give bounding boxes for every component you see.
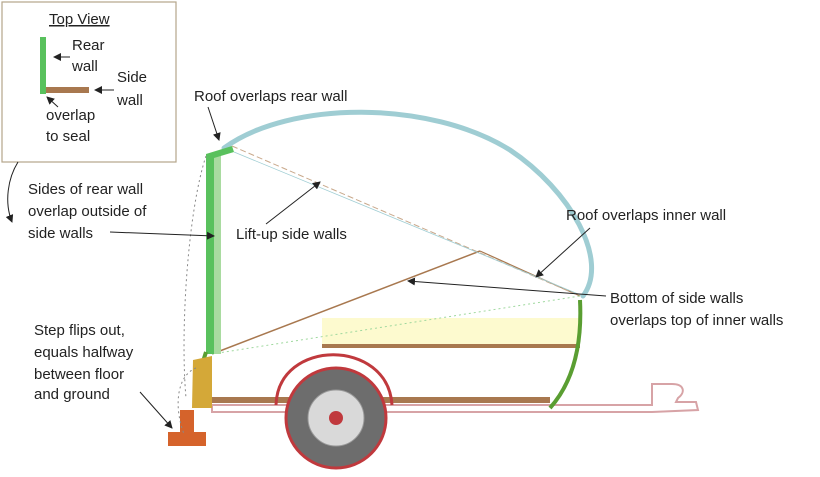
inset-rear-wall — [40, 37, 46, 94]
trailer — [168, 109, 700, 470]
inset-to-label-arrow — [5, 161, 19, 223]
step-arc — [177, 367, 197, 435]
front-inner-wall — [548, 299, 583, 410]
arrow-roof-rear — [207, 106, 221, 141]
label-sides-rear-line2: overlap outside of — [28, 203, 147, 220]
label-roof-inner: Roof overlaps inner wall — [566, 207, 726, 224]
inset-side-label-line1: Side — [117, 69, 147, 86]
inner-wall-top-dotted — [211, 295, 581, 355]
side-wall-top-inner — [233, 151, 584, 297]
wheel-axle — [329, 411, 343, 425]
bed-platform — [322, 344, 580, 348]
inset-overlap-line2: to seal — [46, 128, 90, 145]
arrow-lift-up — [265, 181, 321, 225]
inset-side-wall — [46, 87, 89, 93]
arrow-bottom-side — [407, 277, 607, 297]
label-bottom-side-line1: Bottom of side walls — [610, 290, 743, 307]
rear-wall — [206, 154, 214, 354]
inset-side-label-line2: wall — [116, 92, 143, 109]
arrow-roof-inner — [535, 227, 591, 278]
top-view-inset: Top View Rear wall Side wall overlap to … — [1, 1, 177, 163]
callouts: Roof overlaps rear wall Sides of rear wa… — [28, 88, 783, 429]
label-roof-rear: Roof overlaps rear wall — [194, 88, 347, 105]
label-sides-rear-line3: side walls — [28, 225, 93, 242]
rear-wall-side-overlap — [214, 154, 221, 354]
label-step-line1: Step flips out, — [34, 322, 125, 339]
rear-wall-top-cap — [206, 146, 234, 158]
inset-title: Top View — [49, 11, 110, 28]
mattress — [322, 318, 580, 344]
inset-rear-label-line2: wall — [71, 58, 98, 75]
label-sides-rear-line1: Sides of rear wall — [28, 181, 143, 198]
side-wall-bottom-edge — [211, 250, 481, 355]
step-stored — [192, 356, 212, 408]
arrow-sides-rear — [109, 231, 215, 240]
roof-arc — [221, 109, 595, 299]
label-bottom-side-line2: overlaps top of inner walls — [610, 312, 783, 329]
fender — [274, 353, 394, 406]
label-step-line4: and ground — [34, 386, 110, 403]
step-swing-path — [183, 155, 207, 399]
inset-overlap-arrow — [46, 96, 59, 108]
label-lift-up: Lift-up side walls — [236, 226, 347, 243]
inset-frame — [1, 1, 177, 163]
step-deployed — [168, 410, 206, 446]
label-step-line2: equals halfway — [34, 344, 134, 361]
inset-rear-label-line1: Rear — [72, 37, 105, 54]
inset-overlap-line1: overlap — [46, 107, 95, 124]
arrow-step — [139, 391, 173, 429]
label-step-line3: between floor — [34, 366, 124, 383]
